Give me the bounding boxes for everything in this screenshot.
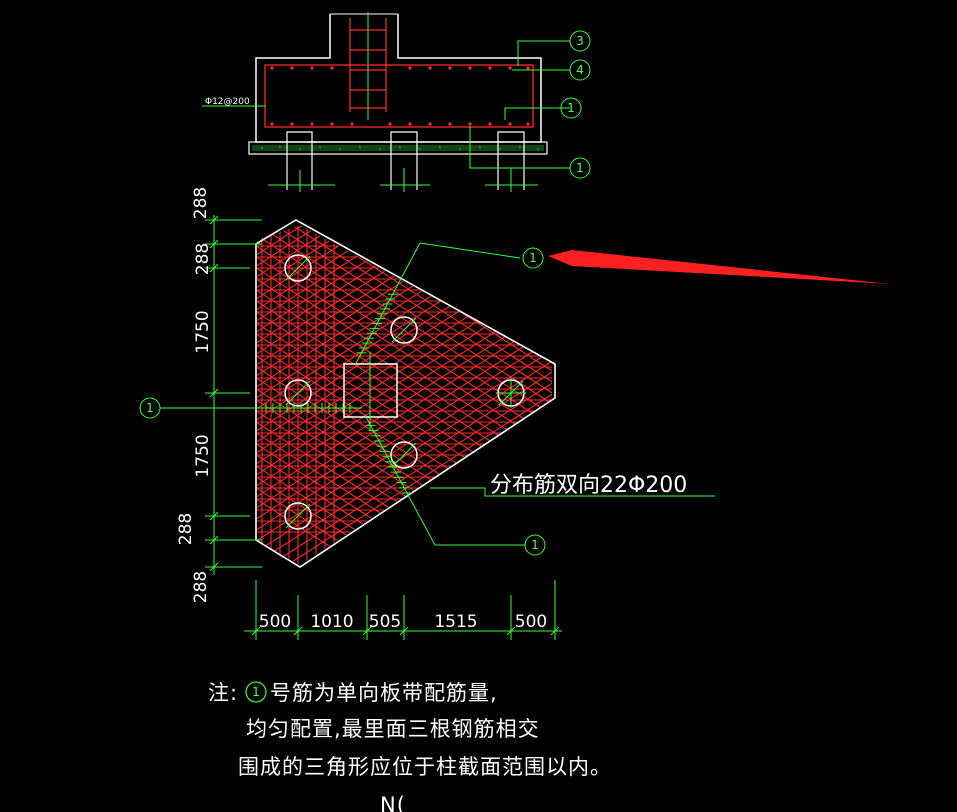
rebar-bar [256,225,552,245]
rebar-bar [256,311,552,513]
plan-callout-top: 1 [529,251,537,265]
rebar-bar [250,22,560,222]
piles [286,131,525,190]
rebar-bar [250,0,560,182]
bottom-dimension-lines [244,580,562,640]
note-circle [245,681,267,703]
rebar-bar [256,225,552,293]
rebar-bar [256,225,552,289]
note-prefix: 注: [208,681,238,705]
rebar-mesh [250,0,560,565]
rebar-bar [256,225,552,234]
section-view: Φ12@200 3 4 1 1 [202,12,591,192]
left-dimension-lines [205,215,262,575]
note-line-1: 号筋为单向板带配筋量, [270,681,498,705]
column-outline [255,14,542,143]
rebar-bar [250,0,560,200]
footer-partial-text: N( [380,793,406,812]
rebar-bar [256,340,552,542]
section-callout-1a: 1 [567,101,575,115]
rebar-bar [256,494,552,565]
rebar-bar [250,11,560,211]
dim-bottom-500-b: 500 [515,612,547,632]
rebar-bar [256,225,552,403]
note-line-2: 均匀配置,最里面三根钢筋相交 [246,717,540,741]
rebar-bar [256,322,552,524]
dim-left-288-a: 288 [191,187,211,219]
dim-left-288-d: 288 [191,571,211,603]
dim-bottom-505: 505 [369,612,401,632]
rebar-bar [256,377,552,565]
section-callout-4: 4 [576,63,584,77]
note-circle-num: 1 [252,685,260,699]
pile-center-lines [268,168,538,192]
plan-view: 1 1 1 分布筋双向22Φ200 288 288 1750 1750 288 … [139,0,890,640]
section-callouts [469,30,591,179]
dim-left-1750-a: 1750 [193,310,213,353]
rebar-bar [256,225,552,388]
rebar-bar [250,0,560,160]
rebar-bar [256,225,552,267]
blinding-hatch [252,145,544,151]
plan-callout-leaders [139,242,715,556]
rebar-bar [256,225,552,227]
rebar-bar [256,366,552,565]
rebar-spacing-text: Φ12@200 [205,97,250,107]
note-line-3: 围成的三角形应位于柱截面范围以内。 [238,755,612,779]
rebar-bar [256,406,552,565]
blinding-layer [248,141,548,155]
plan-callout-bottom: 1 [531,538,539,552]
rebar-bar [256,225,552,256]
rebar-bar [256,329,552,531]
rebar-bar [256,225,552,304]
note-block: 注: 1 号筋为单向板带配筋量, 均匀配置,最里面三根钢筋相交 围成的三角形应位… [208,681,612,812]
section-callout-1b: 1 [576,161,584,175]
rebar-bar [256,225,552,238]
strip-rebar-ticks [265,293,412,494]
rebar-bar [256,225,552,278]
plan-callout-left: 1 [146,401,154,415]
rebar-bar [256,225,552,337]
section-callout-3: 3 [576,34,584,48]
rebar-bar [256,252,552,454]
cap-rebar-cage [264,64,534,128]
rebar-bar [256,351,552,553]
rebar-bar [256,225,552,399]
rebar-bar [256,225,552,421]
dim-left-288-b: 288 [193,243,213,275]
rebar-bar [256,225,552,414]
red-arrow [548,250,890,284]
rebar-bar [256,225,552,359]
plan-pile-crosses [285,255,526,529]
rebar-bar [250,0,560,193]
rebar-bar [256,355,552,557]
rebar-bar [256,472,552,565]
rebar-bar [256,225,552,271]
dim-left-1750-b: 1750 [193,434,213,477]
rebar-bar [256,225,552,282]
rebar-bar [250,4,560,204]
rebar-bar [256,225,552,260]
rebar-bar [256,225,552,326]
cap-rebar-dots [270,66,530,126]
rebar-bar [256,225,552,315]
rebar-bar [256,225,552,392]
dim-bottom-500-a: 500 [259,612,291,632]
rebar-bar [256,333,552,535]
rebar-bar [256,241,552,443]
distribution-rebar-label: 分布筋双向22Φ200 [490,473,687,498]
dim-left-288-c: 288 [176,513,196,545]
rebar-bar [256,439,552,565]
dim-bottom-1515: 1515 [434,612,477,632]
rebar-spacing-label: Φ12@200 [202,97,266,107]
rebar-bar [256,225,552,410]
dim-bottom-1010: 1010 [310,612,353,632]
rebar-bar [256,483,552,565]
